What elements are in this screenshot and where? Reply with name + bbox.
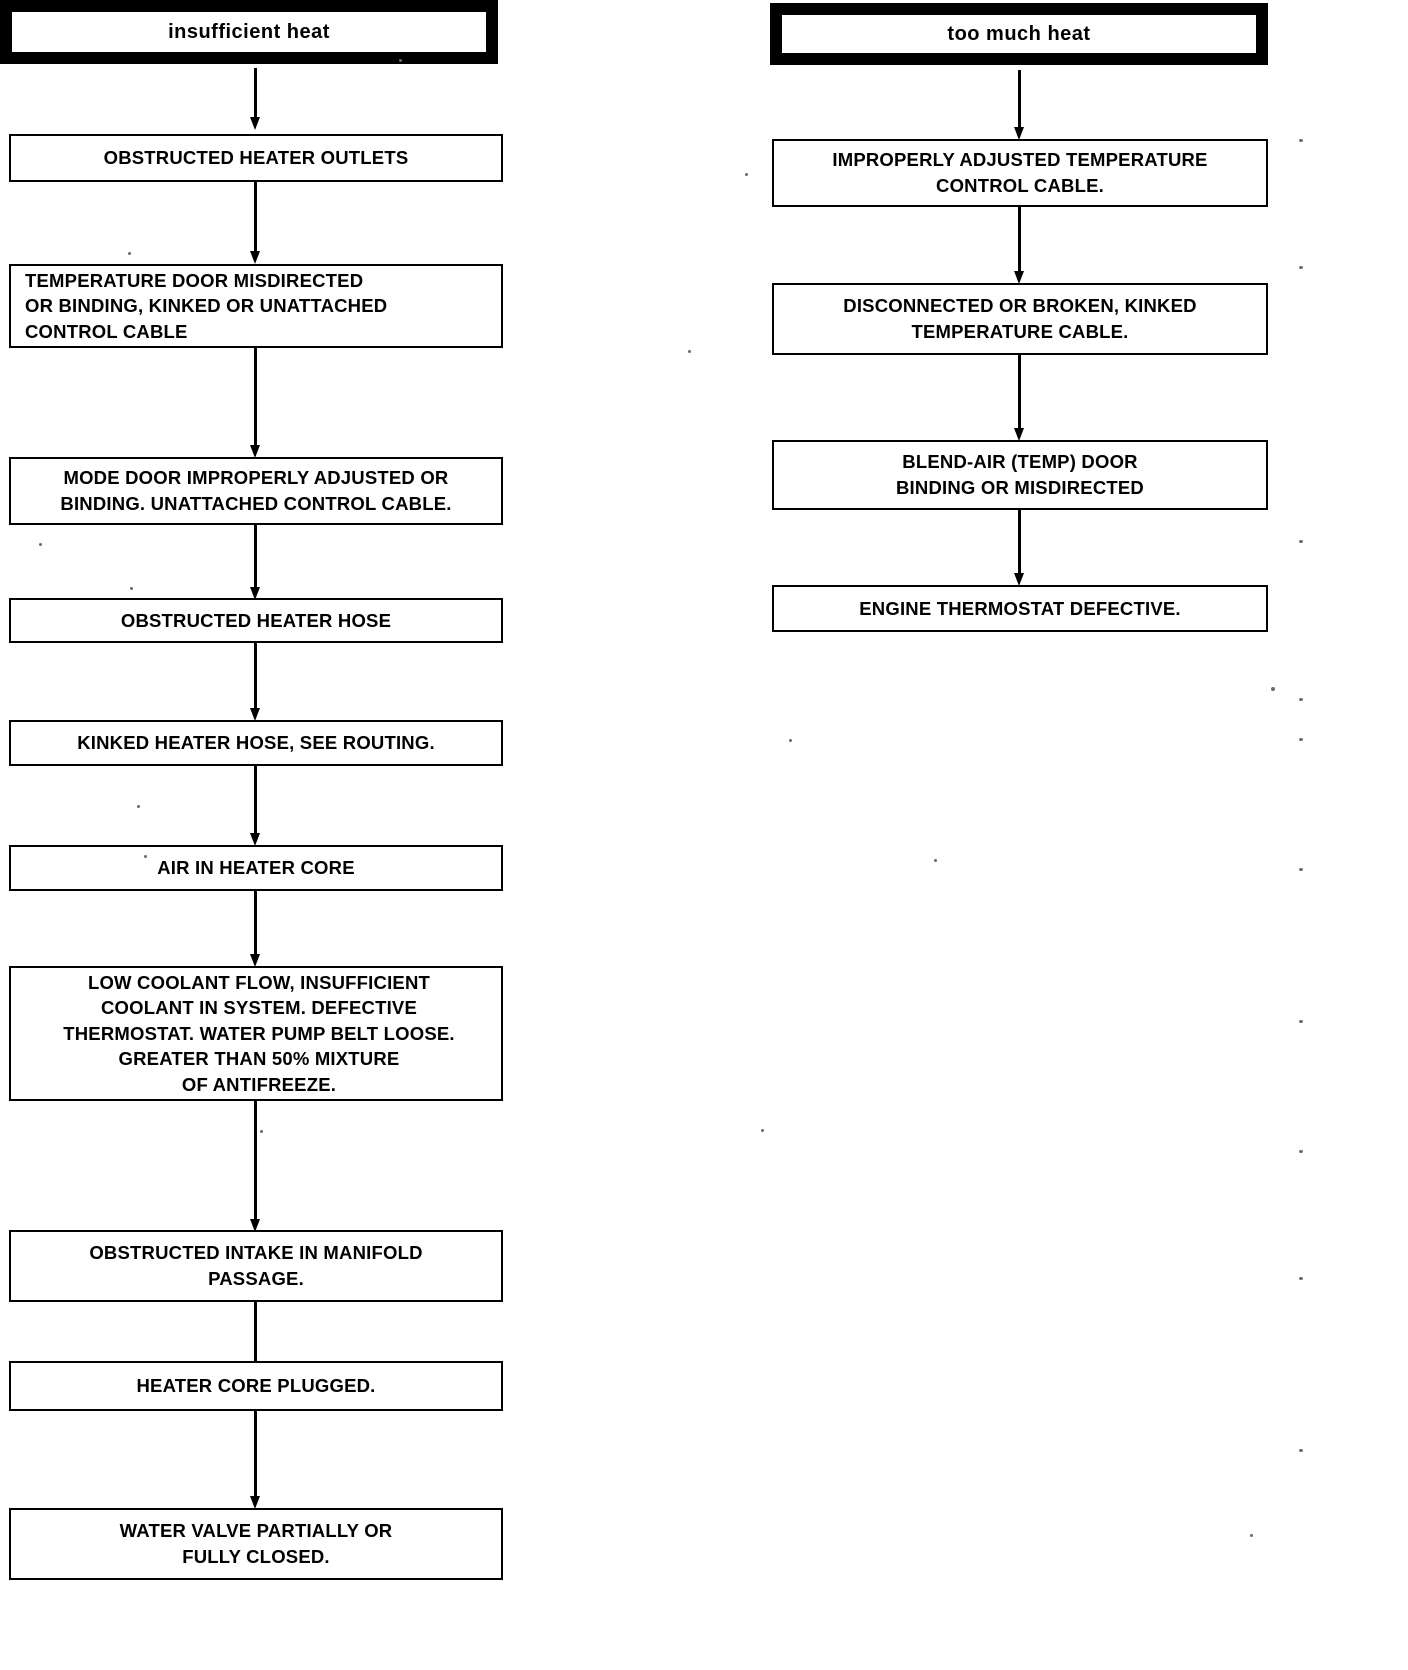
arrow-stem: [254, 1101, 257, 1220]
column-header-label: too much heat: [947, 23, 1091, 45]
scan-speck: [1299, 1449, 1303, 1452]
arrow-head-icon: [250, 833, 260, 846]
scan-speck: [789, 739, 792, 742]
column-header-label: insufficient heat: [168, 21, 330, 43]
node-obstructed-heater-outlets[interactable]: OBSTRUCTED HEATER OUTLETS: [9, 134, 503, 182]
node-label: ENGINE THERMOSTAT DEFECTIVE.: [859, 597, 1181, 619]
arrow-head-icon: [1014, 127, 1024, 140]
scan-speck: [1299, 266, 1303, 269]
arrow-stem: [254, 348, 257, 446]
node-water-valve-closed[interactable]: WATER VALVE PARTIALLY OR FULLY CLOSED.: [9, 1508, 503, 1580]
down-arrow-connector: [250, 182, 260, 264]
node-air-in-heater-core[interactable]: AIR IN HEATER CORE: [9, 845, 503, 891]
scan-speck: [260, 1130, 263, 1133]
arrow-stem: [254, 68, 257, 118]
arrow-head-icon: [250, 251, 260, 264]
scan-speck: [1299, 698, 1303, 701]
node-label: BLEND-AIR (TEMP) DOOR BINDING OR MISDIRE…: [896, 451, 1144, 498]
arrow-stem: [254, 766, 257, 834]
scan-speck: [128, 252, 131, 255]
node-temperature-door-misdirected[interactable]: TEMPERATURE DOOR MISDIRECTED OR BINDING,…: [9, 264, 503, 348]
down-arrow-connector: [250, 348, 260, 458]
arrow-stem: [254, 1302, 257, 1370]
scan-speck: [130, 587, 133, 590]
arrow-stem: [254, 182, 257, 252]
node-heater-core-plugged[interactable]: HEATER CORE PLUGGED.: [9, 1361, 503, 1411]
arrow-head-icon: [1014, 428, 1024, 441]
node-improperly-adjusted-temp-cable[interactable]: IMPROPERLY ADJUSTED TEMPERATURE CONTROL …: [772, 139, 1268, 207]
down-arrow-connector: [1014, 355, 1024, 441]
down-arrow-connector: [250, 525, 260, 600]
node-label: DISCONNECTED OR BROKEN, KINKED TEMPERATU…: [843, 295, 1197, 342]
arrow-head-icon: [250, 1496, 260, 1509]
scan-speck: [1299, 139, 1303, 142]
node-label: OBSTRUCTED HEATER OUTLETS: [103, 147, 409, 169]
scan-speck: [137, 805, 140, 808]
node-obstructed-intake-manifold[interactable]: OBSTRUCTED INTAKE IN MANIFOLD PASSAGE.: [9, 1230, 503, 1302]
arrow-head-icon: [250, 1219, 260, 1232]
node-label: HEATER CORE PLUGGED.: [136, 1375, 376, 1397]
node-label: OBSTRUCTED HEATER HOSE: [120, 609, 392, 631]
node-low-coolant-flow[interactable]: LOW COOLANT FLOW, INSUFFICIENT COOLANT I…: [9, 966, 503, 1101]
arrow-stem: [254, 891, 257, 955]
scan-speck: [1299, 1020, 1303, 1023]
node-obstructed-heater-hose[interactable]: OBSTRUCTED HEATER HOSE: [9, 598, 503, 643]
arrow-stem: [1018, 355, 1021, 429]
scan-speck: [1299, 868, 1303, 871]
down-arrow-connector: [1014, 207, 1024, 284]
node-label: KINKED HEATER HOSE, SEE ROUTING.: [77, 732, 435, 754]
down-arrow-connector: [1014, 510, 1024, 586]
node-label: TEMPERATURE DOOR MISDIRECTED OR BINDING,…: [25, 269, 388, 342]
scan-speck: [1299, 1277, 1303, 1280]
scan-speck: [1271, 687, 1275, 691]
scan-speck: [1299, 1150, 1303, 1153]
arrow-stem: [254, 1411, 257, 1497]
scan-speck: [144, 855, 147, 858]
arrow-head-icon: [1014, 271, 1024, 284]
arrow-stem: [254, 643, 257, 709]
arrow-stem: [1018, 207, 1021, 272]
down-arrow-connector: [1014, 70, 1024, 140]
node-mode-door-improperly-adjusted[interactable]: MODE DOOR IMPROPERLY ADJUSTED OR BINDING…: [9, 457, 503, 525]
node-kinked-heater-hose[interactable]: KINKED HEATER HOSE, SEE ROUTING.: [9, 720, 503, 766]
node-label: OBSTRUCTED INTAKE IN MANIFOLD PASSAGE.: [89, 1242, 423, 1289]
scan-speck: [399, 59, 402, 62]
scan-speck: [1299, 540, 1303, 543]
node-label: LOW COOLANT FLOW, INSUFFICIENT COOLANT I…: [63, 971, 455, 1095]
arrow-head-icon: [250, 708, 260, 721]
scan-speck: [761, 1129, 764, 1132]
scan-speck: [39, 543, 42, 546]
node-label: IMPROPERLY ADJUSTED TEMPERATURE CONTROL …: [832, 149, 1208, 196]
node-label: WATER VALVE PARTIALLY OR FULLY CLOSED.: [119, 1520, 393, 1567]
column-header-too-much-heat: too much heat: [770, 3, 1268, 65]
arrow-head-icon: [1014, 573, 1024, 586]
arrow-head-icon: [250, 954, 260, 967]
scan-speck: [934, 859, 937, 862]
scan-speck: [745, 173, 748, 176]
down-arrow-connector: [250, 766, 260, 846]
scan-speck: [1299, 738, 1303, 741]
arrow-head-icon: [250, 445, 260, 458]
down-arrow-connector: [250, 643, 260, 721]
scan-speck: [1250, 1534, 1253, 1537]
down-arrow-connector: [250, 68, 260, 130]
scan-speck: [688, 350, 691, 353]
arrow-head-icon: [250, 117, 260, 130]
down-arrow-connector: [250, 891, 260, 967]
node-label: MODE DOOR IMPROPERLY ADJUSTED OR BINDING…: [60, 467, 452, 514]
node-engine-thermostat-defective[interactable]: ENGINE THERMOSTAT DEFECTIVE.: [772, 585, 1268, 632]
node-label: AIR IN HEATER CORE: [157, 857, 355, 879]
arrow-stem: [254, 525, 257, 588]
arrow-head-icon: [250, 587, 260, 600]
node-disconnected-broken-kinked-cable[interactable]: DISCONNECTED OR BROKEN, KINKED TEMPERATU…: [772, 283, 1268, 355]
down-arrow-connector: [250, 1411, 260, 1509]
down-arrow-connector: [250, 1101, 260, 1232]
column-header-insufficient-heat: insufficient heat: [0, 0, 498, 64]
arrow-stem: [1018, 70, 1021, 128]
node-blend-air-temp-door[interactable]: BLEND-AIR (TEMP) DOOR BINDING OR MISDIRE…: [772, 440, 1268, 510]
arrow-stem: [1018, 510, 1021, 574]
